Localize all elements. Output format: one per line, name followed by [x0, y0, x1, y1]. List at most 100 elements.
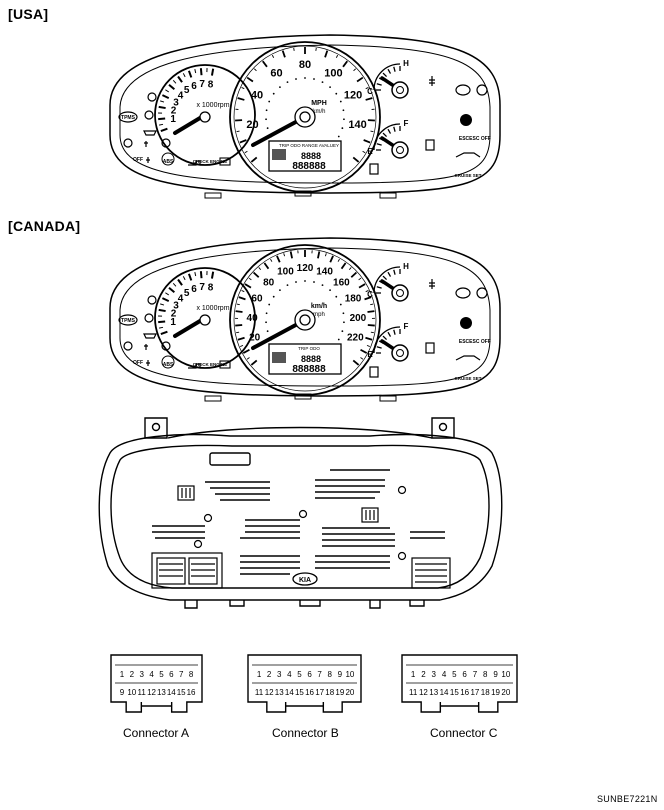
pin-number: 13 — [157, 688, 166, 697]
pin-number: 14 — [440, 688, 449, 697]
speedo-tick — [239, 139, 247, 144]
kia-logo: KIA — [292, 572, 318, 586]
speedo-inner-scale-dot — [304, 77, 306, 79]
speedo-tick — [244, 150, 248, 154]
fuel-hub-inner — [396, 146, 404, 154]
pin-number: 6 — [169, 670, 174, 679]
speedo-tick — [236, 331, 240, 334]
speedo-tick — [241, 290, 245, 293]
fuel-tick — [376, 143, 382, 146]
battery-icon — [219, 360, 231, 369]
coolant-temp-icon — [429, 279, 435, 289]
pin-number: 19 — [335, 688, 344, 697]
speedo-tick — [329, 255, 334, 263]
tpms-indicator — [118, 111, 138, 123]
odometer-lcd — [268, 343, 342, 375]
abs-indicator-ring — [161, 355, 175, 369]
pin-number: 5 — [159, 670, 164, 679]
brake-warning-icon — [123, 341, 133, 351]
seatbelt-icon — [144, 344, 148, 350]
speedometer-inner-ring — [233, 45, 377, 189]
temperature-hub-inner — [396, 289, 404, 297]
tacho-tick — [199, 68, 203, 76]
pin-number: 12 — [419, 688, 428, 697]
tacho-tick — [161, 94, 170, 100]
slip-indicator-icon — [455, 355, 481, 361]
speedo-tick — [370, 130, 374, 133]
temperature-tick — [393, 66, 396, 72]
oil-pressure-icon — [188, 363, 201, 369]
airbag-icon — [146, 360, 150, 366]
speedo-number: 80 — [263, 277, 275, 288]
speedo-tick — [241, 87, 245, 90]
tacho-tick — [182, 276, 186, 281]
lcd-gear-indicator — [272, 352, 286, 363]
pin-number: 4 — [442, 670, 447, 679]
speedo-inner-scale-dot — [272, 92, 275, 95]
pin-number: 2 — [267, 670, 272, 679]
speedo-inner-scale-dot — [342, 109, 345, 112]
speedo-tick — [356, 76, 364, 83]
pin-number: 15 — [177, 688, 186, 697]
fog-light-icon — [147, 295, 157, 305]
speedo-tick — [271, 54, 275, 58]
airbag-off-label: OFF — [133, 157, 143, 163]
speedo-inner-scale-dot — [313, 281, 315, 283]
tacho-hub — [199, 111, 211, 123]
speedo-number: 100 — [277, 267, 294, 278]
airbag-icon — [146, 157, 150, 163]
pin-number: 12 — [265, 688, 274, 697]
pin-number: 17 — [470, 688, 479, 697]
tacho-tick — [159, 326, 164, 329]
tacho-tick — [165, 292, 170, 296]
abs-label: ABS — [163, 362, 174, 368]
tacho-tick — [187, 273, 193, 281]
tacho-number: 2 — [171, 105, 177, 116]
tacho-tick — [194, 272, 197, 277]
pin-number: 3 — [432, 670, 437, 679]
tacho-tick — [161, 297, 170, 303]
tachometer-dial — [154, 267, 256, 369]
pin-number: 6 — [462, 670, 467, 679]
canada-section-label: [CANADA] — [8, 218, 81, 234]
tpms-label: TPMS — [121, 115, 136, 121]
immobilizer-icon — [161, 138, 171, 148]
speedo-inner-scale-dot — [343, 321, 345, 324]
tacho-tick — [165, 89, 170, 93]
speedo-tick — [248, 277, 252, 281]
speedo-tick — [244, 283, 252, 289]
speedo-tick — [365, 87, 369, 90]
speedo-tick — [252, 271, 260, 278]
speedo-inner-scale-dot — [335, 92, 338, 95]
speedo-number: 60 — [270, 67, 282, 79]
speedo-number: 220 — [347, 333, 364, 344]
tacho-tick — [158, 105, 166, 110]
speedometer-dial — [229, 41, 381, 193]
speedo-tick — [340, 262, 347, 270]
connector-a-diagram — [110, 654, 203, 713]
speedo-tick — [365, 290, 369, 293]
tacho-number: 6 — [191, 81, 197, 92]
pin-number: 3 — [139, 670, 144, 679]
temperature-high-label: H — [403, 262, 409, 271]
oil-pressure-icon — [188, 160, 201, 166]
fuel-low-label: E — [367, 350, 373, 359]
fuel-door-icon — [369, 366, 379, 378]
speedo-tick — [370, 331, 374, 334]
speedo-inner-scale-dot — [339, 303, 342, 306]
speedo-tick — [348, 267, 352, 271]
tacho-number: 3 — [173, 97, 179, 108]
pin-number: 5 — [297, 670, 302, 679]
connector-a-caption: Connector A — [123, 726, 190, 740]
tacho-number: 5 — [184, 85, 190, 96]
speedo-tick — [246, 76, 254, 83]
pin-number: 20 — [345, 688, 354, 697]
pin-number: 8 — [483, 670, 488, 679]
pin-number: 13 — [275, 688, 284, 697]
speedo-tick — [358, 283, 366, 289]
pin-number: 11 — [138, 688, 147, 697]
speedo-tick — [237, 336, 245, 341]
tachometer-ticks — [158, 68, 215, 133]
pin-number: 1 — [120, 670, 125, 679]
speedo-tick — [362, 150, 366, 154]
